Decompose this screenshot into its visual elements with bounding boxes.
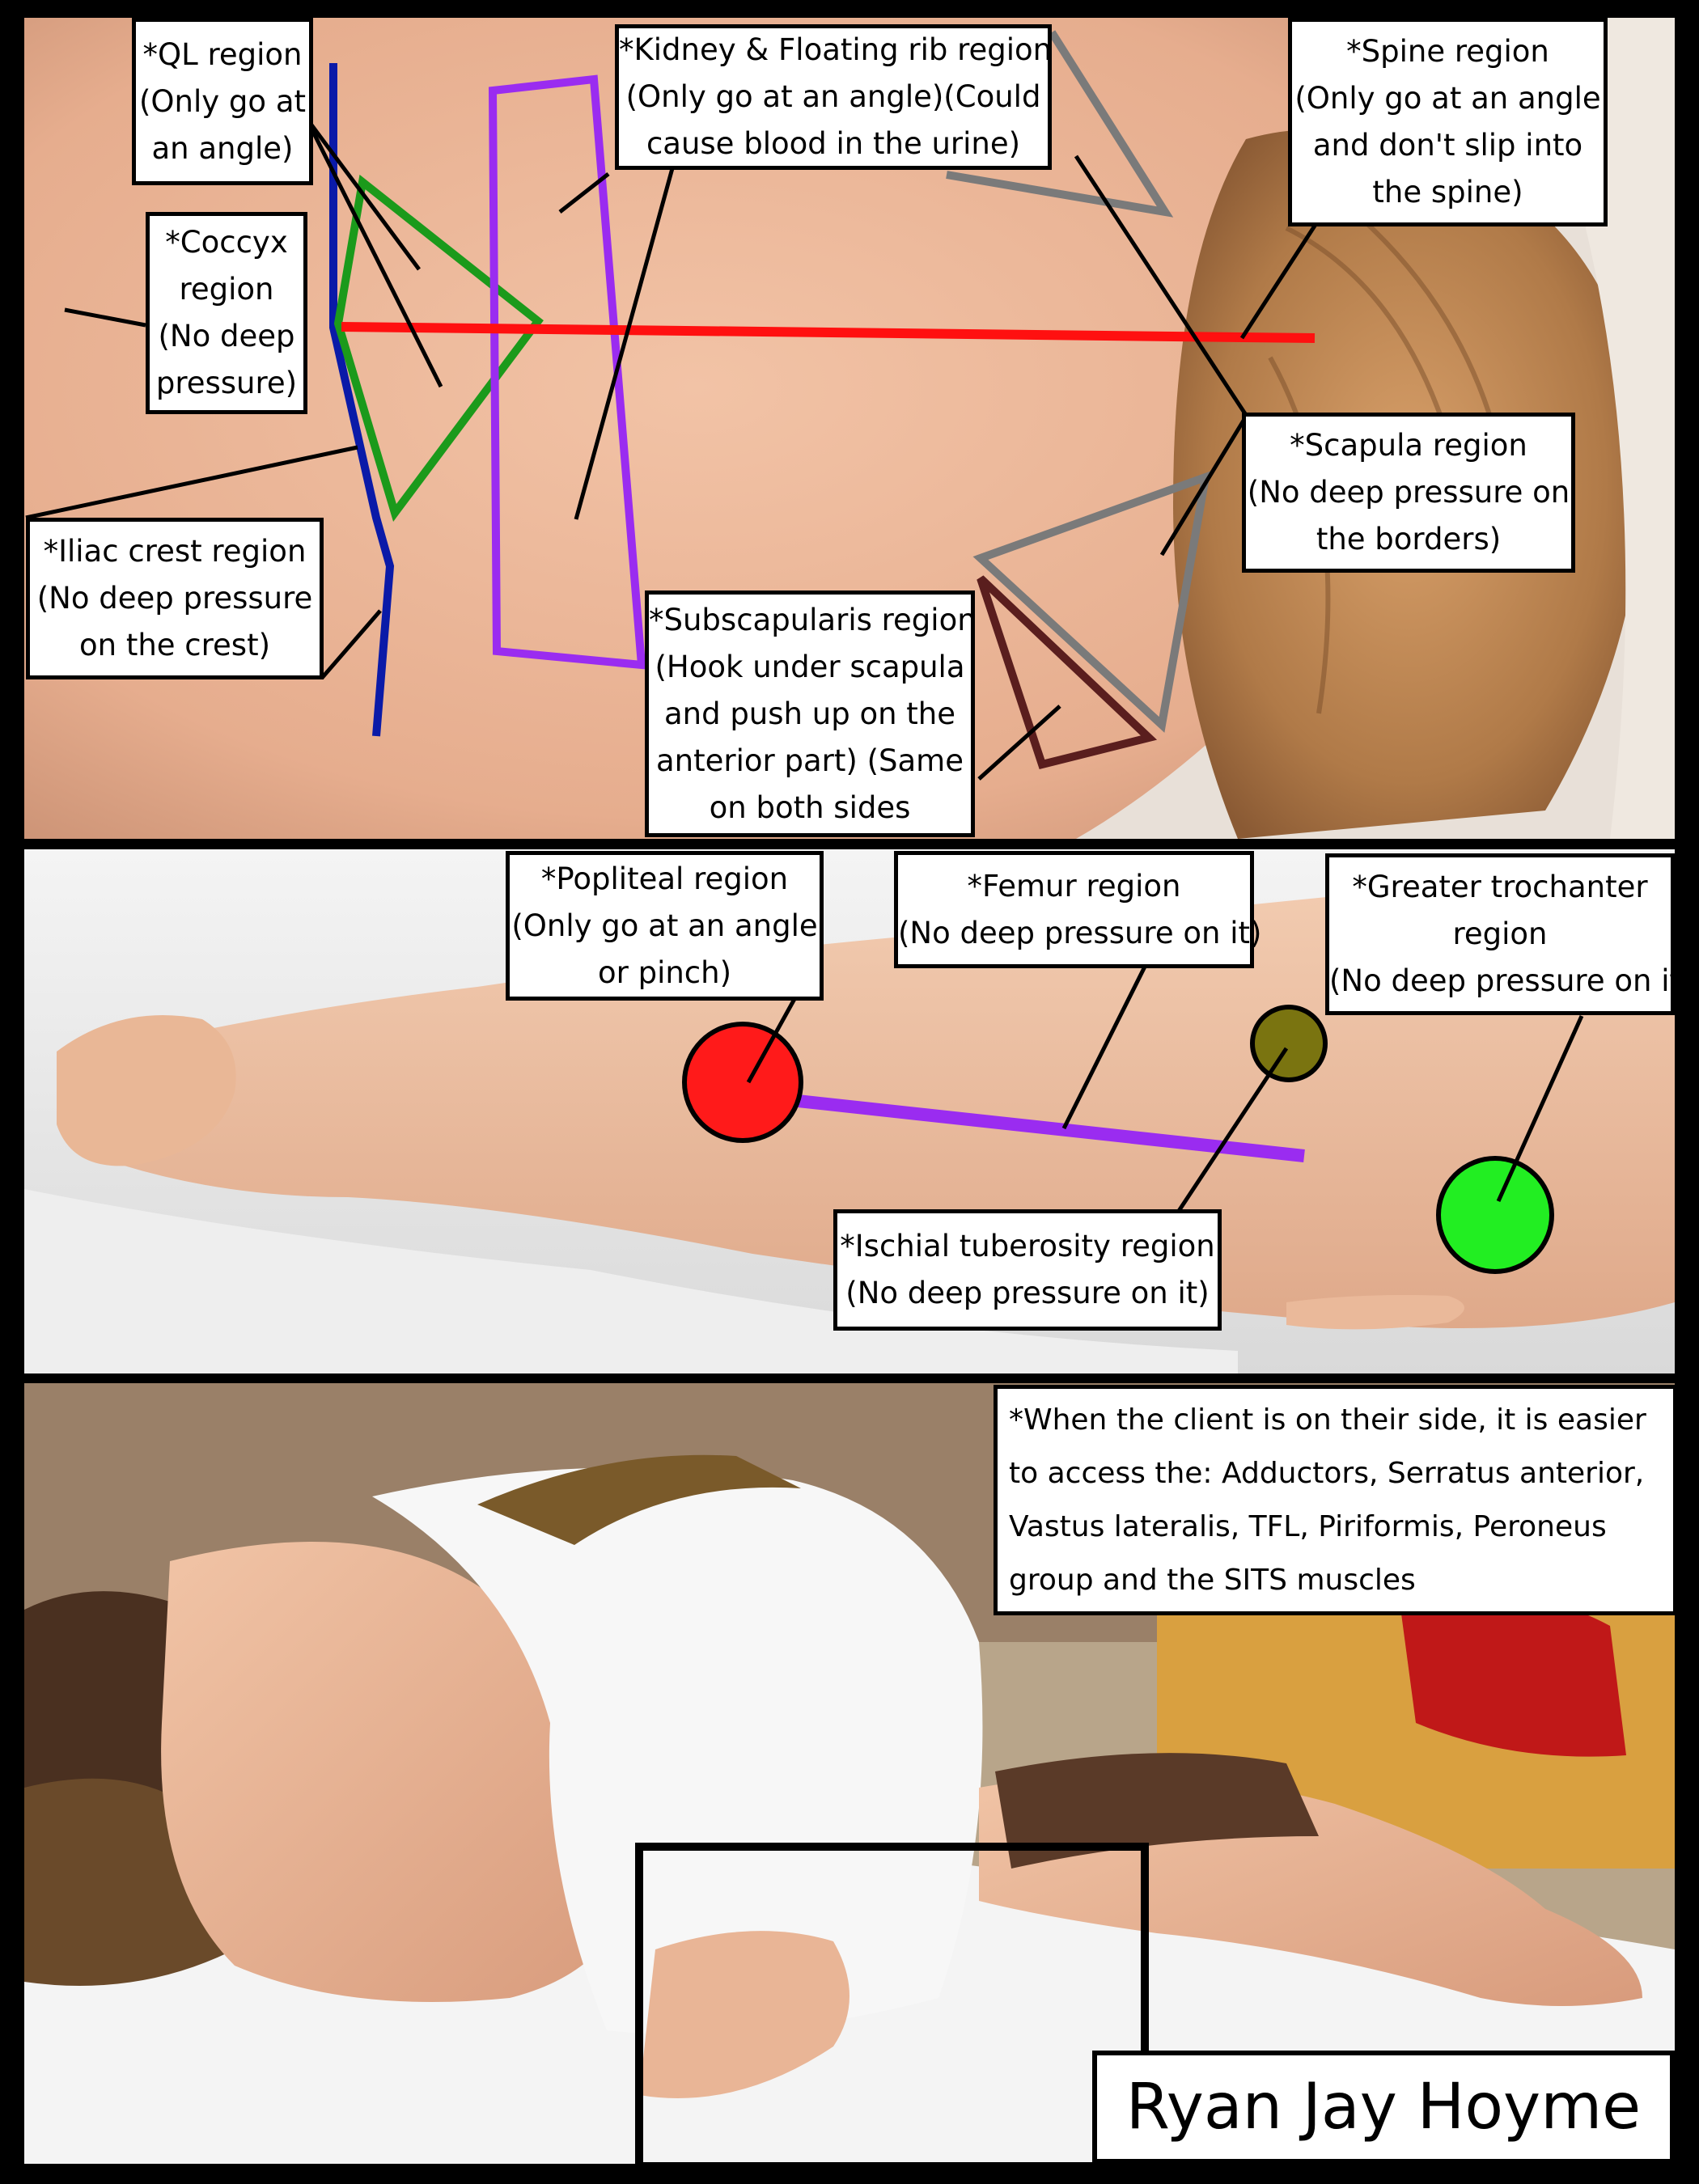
author-signature: Ryan Jay Hoyme xyxy=(1092,2051,1675,2164)
label-kidney: *Kidney & Floating rib region (Only go a… xyxy=(615,24,1052,170)
scapula-lower-triangle xyxy=(972,471,1211,733)
label-kidney-line-2: (Only go at an angle)(Could xyxy=(625,79,1041,114)
label-subscapularis: *Subscapularis region (Hook under scapul… xyxy=(645,590,977,837)
spine-line xyxy=(341,322,1316,343)
side-note-line-1: *When the client is on their side, it is… xyxy=(1009,1403,1646,1437)
label-ischial-line-1: *Ischial tuberosity region xyxy=(840,1229,1215,1263)
label-coccyx-line-4: pressure) xyxy=(155,366,298,400)
scapula-upper-triangle xyxy=(946,30,1174,218)
leg-leader-lines xyxy=(746,965,1584,1213)
label-scapula-line-1: *Scapula region xyxy=(1290,428,1527,463)
trochanter-circle xyxy=(1436,1156,1554,1274)
kidney-rect xyxy=(488,74,646,670)
label-ql-line-2: (Only go at xyxy=(138,83,306,119)
ischial-circle xyxy=(1250,1005,1328,1082)
femur-line xyxy=(760,1090,1305,1162)
popliteal-circle xyxy=(682,1022,803,1143)
side-note-line-3: Vastus lateralis, TFL, Piriformis, Peron… xyxy=(1009,1509,1607,1543)
label-coccyx-line-3: (No deep xyxy=(158,319,295,353)
label-coccyx-line-2: region xyxy=(179,272,274,307)
label-ql-line-1: *QL region xyxy=(142,36,303,72)
label-popliteal: *Popliteal region (Only go at an angle o… xyxy=(506,851,824,1001)
label-scapula: *Scapula region (No deep pressure on the… xyxy=(1242,413,1575,573)
label-coccyx-line-1: *Coccyx xyxy=(165,225,288,260)
label-subscapularis-line-2: (Hook under scapula xyxy=(655,649,965,684)
label-femur-line-2: (No deep pressure on it) xyxy=(898,915,1262,950)
label-subscapularis-line-5: on both sides xyxy=(709,789,911,825)
label-subscapularis-line-3: and push up on the xyxy=(663,696,956,731)
ql-line xyxy=(329,63,395,737)
label-spine-line-1: *Spine region xyxy=(1346,34,1549,69)
label-ischial: *Ischial tuberosity region (No deep pres… xyxy=(833,1209,1222,1331)
side-note-line-4: group and the SITS muscles xyxy=(1009,1563,1416,1597)
label-popliteal-line-3: or pinch) xyxy=(597,954,732,990)
label-spine-line-3: and don't slip into xyxy=(1312,128,1583,163)
label-scapula-line-2: (No deep pressure on xyxy=(1247,475,1570,510)
label-ischial-line-2: (No deep pressure on it) xyxy=(845,1276,1210,1310)
label-ql-line-3: an angle) xyxy=(151,130,294,166)
back-leader-lines xyxy=(25,116,1329,781)
label-spine-line-4: the spine) xyxy=(1372,175,1523,210)
label-femur-line-1: *Femur region xyxy=(967,868,1181,904)
label-iliac-line-1: *Iliac crest region xyxy=(43,534,307,569)
label-femur: *Femur region (No deep pressure on it) xyxy=(894,851,1262,968)
label-kidney-line-3: cause blood in the urine) xyxy=(646,126,1021,161)
detail-inset-frame xyxy=(635,1843,1149,2170)
label-subscapularis-line-4: anterior part) (Same xyxy=(656,743,964,778)
label-kidney-line-1: *Kidney & Floating rib region xyxy=(619,32,1053,67)
label-ql: *QL region (Only go at an angle) xyxy=(132,18,313,185)
label-popliteal-line-1: *Popliteal region xyxy=(540,861,789,896)
side-note-line-2: to access the: Adductors, Serratus anter… xyxy=(1009,1456,1645,1490)
label-trochanter: *Greater trochanter region (No deep pres… xyxy=(1325,853,1693,1015)
label-coccyx: *Coccyx region (No deep pressure) xyxy=(146,212,307,414)
ql-triangle xyxy=(333,174,544,522)
label-trochanter-line-1: *Greater trochanter xyxy=(1352,870,1648,904)
label-spine-line-2: (Only go at an angle xyxy=(1294,81,1601,116)
label-subscapularis-line-1: *Subscapularis region xyxy=(649,602,977,637)
label-spine: *Spine region (Only go at an angle and d… xyxy=(1288,18,1608,226)
label-iliac-line-2: (No deep pressure xyxy=(36,581,313,616)
label-iliac: *Iliac crest region (No deep pressure on… xyxy=(26,518,324,679)
label-trochanter-line-3: (No deep pressure on it) xyxy=(1329,963,1693,998)
subscapularis-triangle xyxy=(977,575,1158,769)
side-note: *When the client is on their side, it is… xyxy=(994,1385,1677,1615)
label-trochanter-line-2: region xyxy=(1452,916,1548,951)
label-popliteal-line-2: (Only go at an angle xyxy=(511,908,818,943)
label-scapula-line-3: the borders) xyxy=(1316,522,1502,557)
label-iliac-line-3: on the crest) xyxy=(78,628,271,662)
